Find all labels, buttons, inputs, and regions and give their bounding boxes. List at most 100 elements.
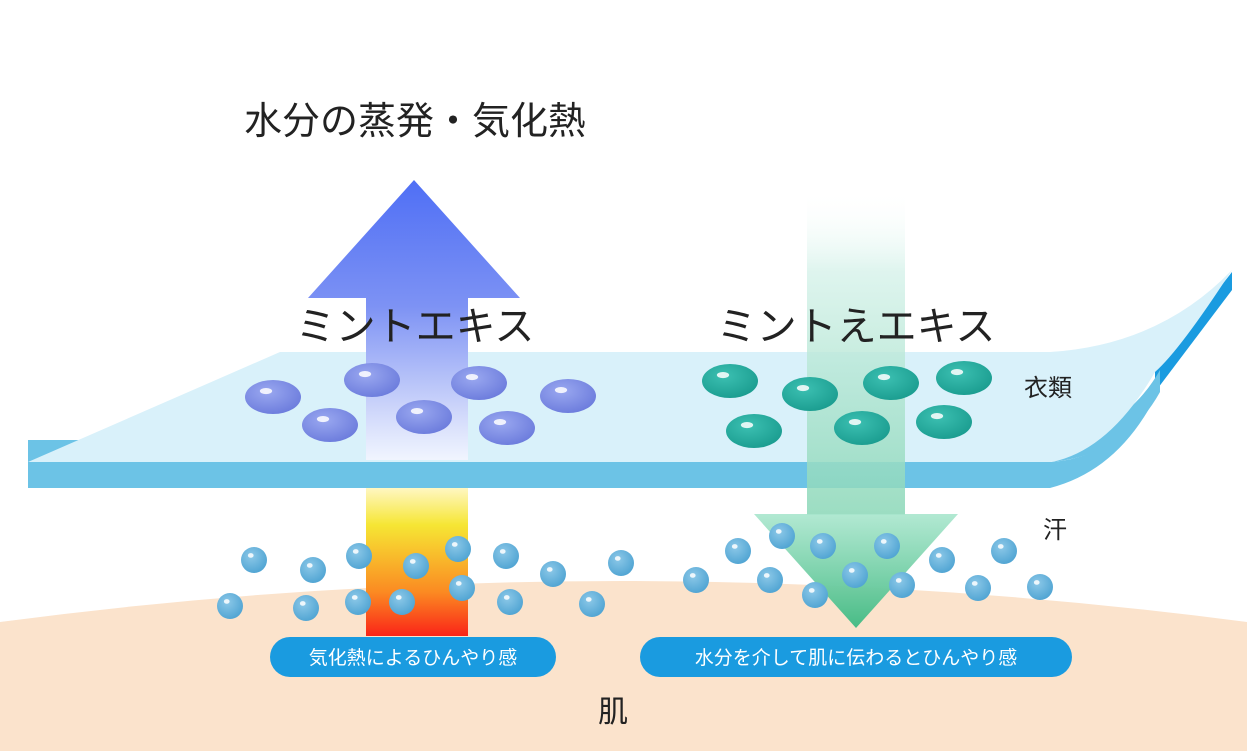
mint-particle-blue (302, 408, 358, 442)
sweat-drop (445, 536, 471, 562)
sweat-drop-highlight (499, 549, 506, 554)
left-extract-label: ミントエキス (296, 304, 535, 350)
sweat-label: 汗 (1043, 516, 1067, 544)
sweat-drop-highlight (997, 544, 1004, 549)
sweat-drop-highlight (848, 568, 855, 573)
sweat-drop-highlight (306, 563, 313, 568)
sweat-drop-highlight (223, 599, 230, 604)
sweat-drop-highlight (880, 539, 887, 544)
right-pill-bg (640, 637, 1072, 677)
mint-particle-teal-highlight (930, 412, 944, 420)
mint-particle-teal (726, 414, 782, 448)
mint-particle-blue-highlight (259, 387, 273, 395)
sweat-drop-highlight (299, 601, 306, 606)
mint-particle-blue-highlight (554, 386, 568, 394)
mint-particle-teal (863, 366, 919, 400)
sweat-drop (449, 575, 475, 601)
sweat-drop (683, 567, 709, 593)
mint-particle-teal-highlight (716, 371, 730, 379)
cooling-down-arrow-shaft (807, 190, 905, 515)
sweat-drop-highlight (585, 597, 592, 602)
sweat-drop-highlight (935, 553, 942, 558)
mint-particle-teal (702, 364, 758, 398)
sweat-drop-highlight (614, 556, 621, 561)
mint-particle-teal-highlight (848, 418, 862, 426)
skin-label: 肌 (598, 695, 628, 730)
sweat-drop-highlight (503, 595, 510, 600)
sweat-drop-highlight (351, 595, 358, 600)
mint-particle-teal (936, 361, 992, 395)
sweat-drop (217, 593, 243, 619)
left-pill-bg (270, 637, 556, 677)
right-extract-label: ミントえエキス (717, 304, 996, 350)
top-title: 水分の蒸発・気化熱 (244, 99, 586, 143)
sweat-drop (493, 543, 519, 569)
sweat-drop (965, 575, 991, 601)
sweat-drop (300, 557, 326, 583)
sweat-drop-highlight (352, 549, 359, 554)
mint-particle-teal-highlight (796, 384, 810, 392)
sweat-drop-highlight (689, 573, 696, 578)
right-pill-text: 水分を介して肌に伝わるとひんやり感 (695, 647, 1017, 669)
mint-particle-blue-highlight (465, 373, 479, 381)
clothing-label: 衣類 (1024, 374, 1072, 402)
sweat-drop (497, 589, 523, 615)
sweat-drop-highlight (971, 581, 978, 586)
sweat-drop-highlight (816, 539, 823, 544)
sweat-drop-highlight (775, 529, 782, 534)
mint-particle-blue-highlight (316, 415, 330, 423)
mint-particle-blue (540, 379, 596, 413)
mint-particle-blue (344, 363, 400, 397)
sweat-drop-highlight (895, 578, 902, 583)
sweat-drop-highlight (808, 588, 815, 593)
sweat-drop (991, 538, 1017, 564)
fabric-top-surface (28, 270, 1232, 462)
sweat-drop (345, 589, 371, 615)
mint-extract-teal-particles (702, 361, 992, 448)
mint-particle-blue (396, 400, 452, 434)
sweat-drop (403, 553, 429, 579)
sweat-drop (725, 538, 751, 564)
sweat-drop (757, 567, 783, 593)
mint-particle-blue (245, 380, 301, 414)
fabric-side-edge (1155, 272, 1232, 392)
sweat-drop-highlight (546, 567, 553, 572)
sweat-drop (874, 533, 900, 559)
mint-extract-blue-particles (245, 363, 596, 445)
sweat-drop-highlight (409, 559, 416, 564)
sweat-drop (889, 572, 915, 598)
sweat-drop-highlight (763, 573, 770, 578)
mint-particle-teal-highlight (877, 373, 891, 381)
mint-particle-teal-highlight (740, 421, 754, 429)
sweat-droplets (217, 523, 1053, 621)
sweat-drop-highlight (451, 542, 458, 547)
sweat-drop (802, 582, 828, 608)
sweat-drop-highlight (731, 544, 738, 549)
mint-particle-teal-highlight (950, 368, 964, 376)
mint-particle-blue (451, 366, 507, 400)
sweat-drop (929, 547, 955, 573)
skin-area (0, 581, 1247, 751)
sweat-drop (579, 591, 605, 617)
sweat-drop-highlight (1033, 580, 1040, 585)
sweat-drop-highlight (247, 553, 254, 558)
mint-particle-teal (782, 377, 838, 411)
sweat-drop (1027, 574, 1053, 600)
sweat-drop (608, 550, 634, 576)
left-pill-text: 気化熱によるひんやり感 (309, 647, 517, 669)
mint-particle-blue-highlight (410, 407, 424, 415)
sweat-drop (389, 589, 415, 615)
mint-particle-teal (916, 405, 972, 439)
mint-particle-blue (479, 411, 535, 445)
sweat-drop (769, 523, 795, 549)
sweat-drop (241, 547, 267, 573)
sweat-drop-highlight (455, 581, 462, 586)
sweat-drop (293, 595, 319, 621)
mint-particle-blue-highlight (358, 370, 372, 378)
mint-particle-teal (834, 411, 890, 445)
sweat-drop (540, 561, 566, 587)
sweat-drop (842, 562, 868, 588)
sweat-drop (346, 543, 372, 569)
